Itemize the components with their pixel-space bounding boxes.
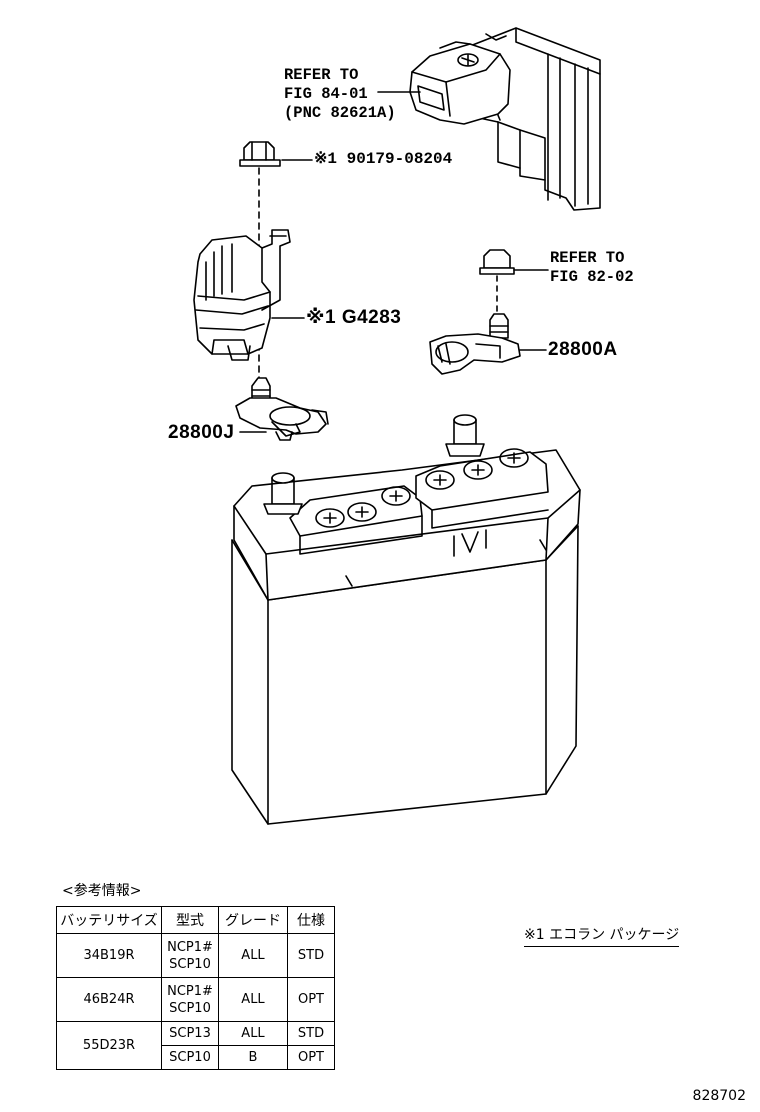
table-row: 55D23R SCP13 ALL STD xyxy=(56,1021,335,1070)
header-battery-size: バッテリサイズ xyxy=(56,906,162,934)
bolt-part-label: ※1 90179-08204 xyxy=(314,150,453,168)
grade-cell: ALL xyxy=(218,977,288,1022)
model-cell: SCP10 xyxy=(161,1045,219,1070)
header-model: 型式 xyxy=(161,906,219,934)
battery-icon xyxy=(231,414,581,825)
terminal-cover-icon xyxy=(193,229,291,361)
refer-fig82-line2: FIG 82-02 xyxy=(550,268,634,286)
table-row: SCP10 B OPT xyxy=(57,1045,335,1070)
positive-clamp-label: 28800A xyxy=(548,339,618,360)
positive-clamp-icon xyxy=(429,313,521,375)
refer-fig82-line1: REFER TO xyxy=(550,249,625,267)
grade-cell: ALL xyxy=(218,933,288,978)
bolt-icon xyxy=(479,249,515,275)
model-cell: NCP1# SCP10 xyxy=(161,977,219,1022)
header-spec: 仕様 xyxy=(287,906,335,934)
battery-reference-table: バッテリサイズ 型式 グレード 仕様 34B19R NCP1# SCP10 AL… xyxy=(56,906,335,1070)
spec-cell: OPT xyxy=(287,1045,335,1070)
spec-cell: STD xyxy=(287,933,335,978)
negative-clamp-icon xyxy=(235,377,329,441)
grade-cell: ALL xyxy=(218,1021,288,1046)
table-caption: <参考情報> xyxy=(62,883,142,899)
cover-part-label: ※1 G4283 xyxy=(306,307,402,328)
table-row: 34B19R NCP1# SCP10 ALL STD xyxy=(56,933,335,978)
battery-size-cell: 55D23R xyxy=(56,1021,162,1070)
figure-id: 828702 xyxy=(692,1088,746,1104)
negative-clamp-label: 28800J xyxy=(168,422,235,443)
battery-size-cell: 46B24R xyxy=(56,977,162,1022)
battery-post-icon xyxy=(263,414,485,515)
battery-size-cell: 34B19R xyxy=(56,933,162,978)
header-grade: グレード xyxy=(218,906,288,934)
refer-fig84-line3: (PNC 82621A) xyxy=(284,104,396,122)
table-row: 46B24R NCP1# SCP10 ALL OPT xyxy=(56,977,335,1022)
refer-fig84-line2: FIG 84-01 xyxy=(284,85,368,103)
bolt-icon xyxy=(239,141,281,167)
grade-cell: B xyxy=(218,1045,288,1070)
spec-cell: OPT xyxy=(287,977,335,1022)
model-cell: SCP13 xyxy=(161,1021,219,1046)
refer-fig84-line1: REFER TO xyxy=(284,66,359,84)
footnote-eco-package: ※1 エコラン パッケージ xyxy=(524,924,680,947)
spec-cell: STD xyxy=(287,1021,335,1046)
vent-cap-icon xyxy=(315,448,529,528)
fuse-box-icon xyxy=(409,27,601,211)
model-cell: NCP1# SCP10 xyxy=(161,933,219,978)
table-header-row: バッテリサイズ 型式 グレード 仕様 xyxy=(56,906,335,934)
